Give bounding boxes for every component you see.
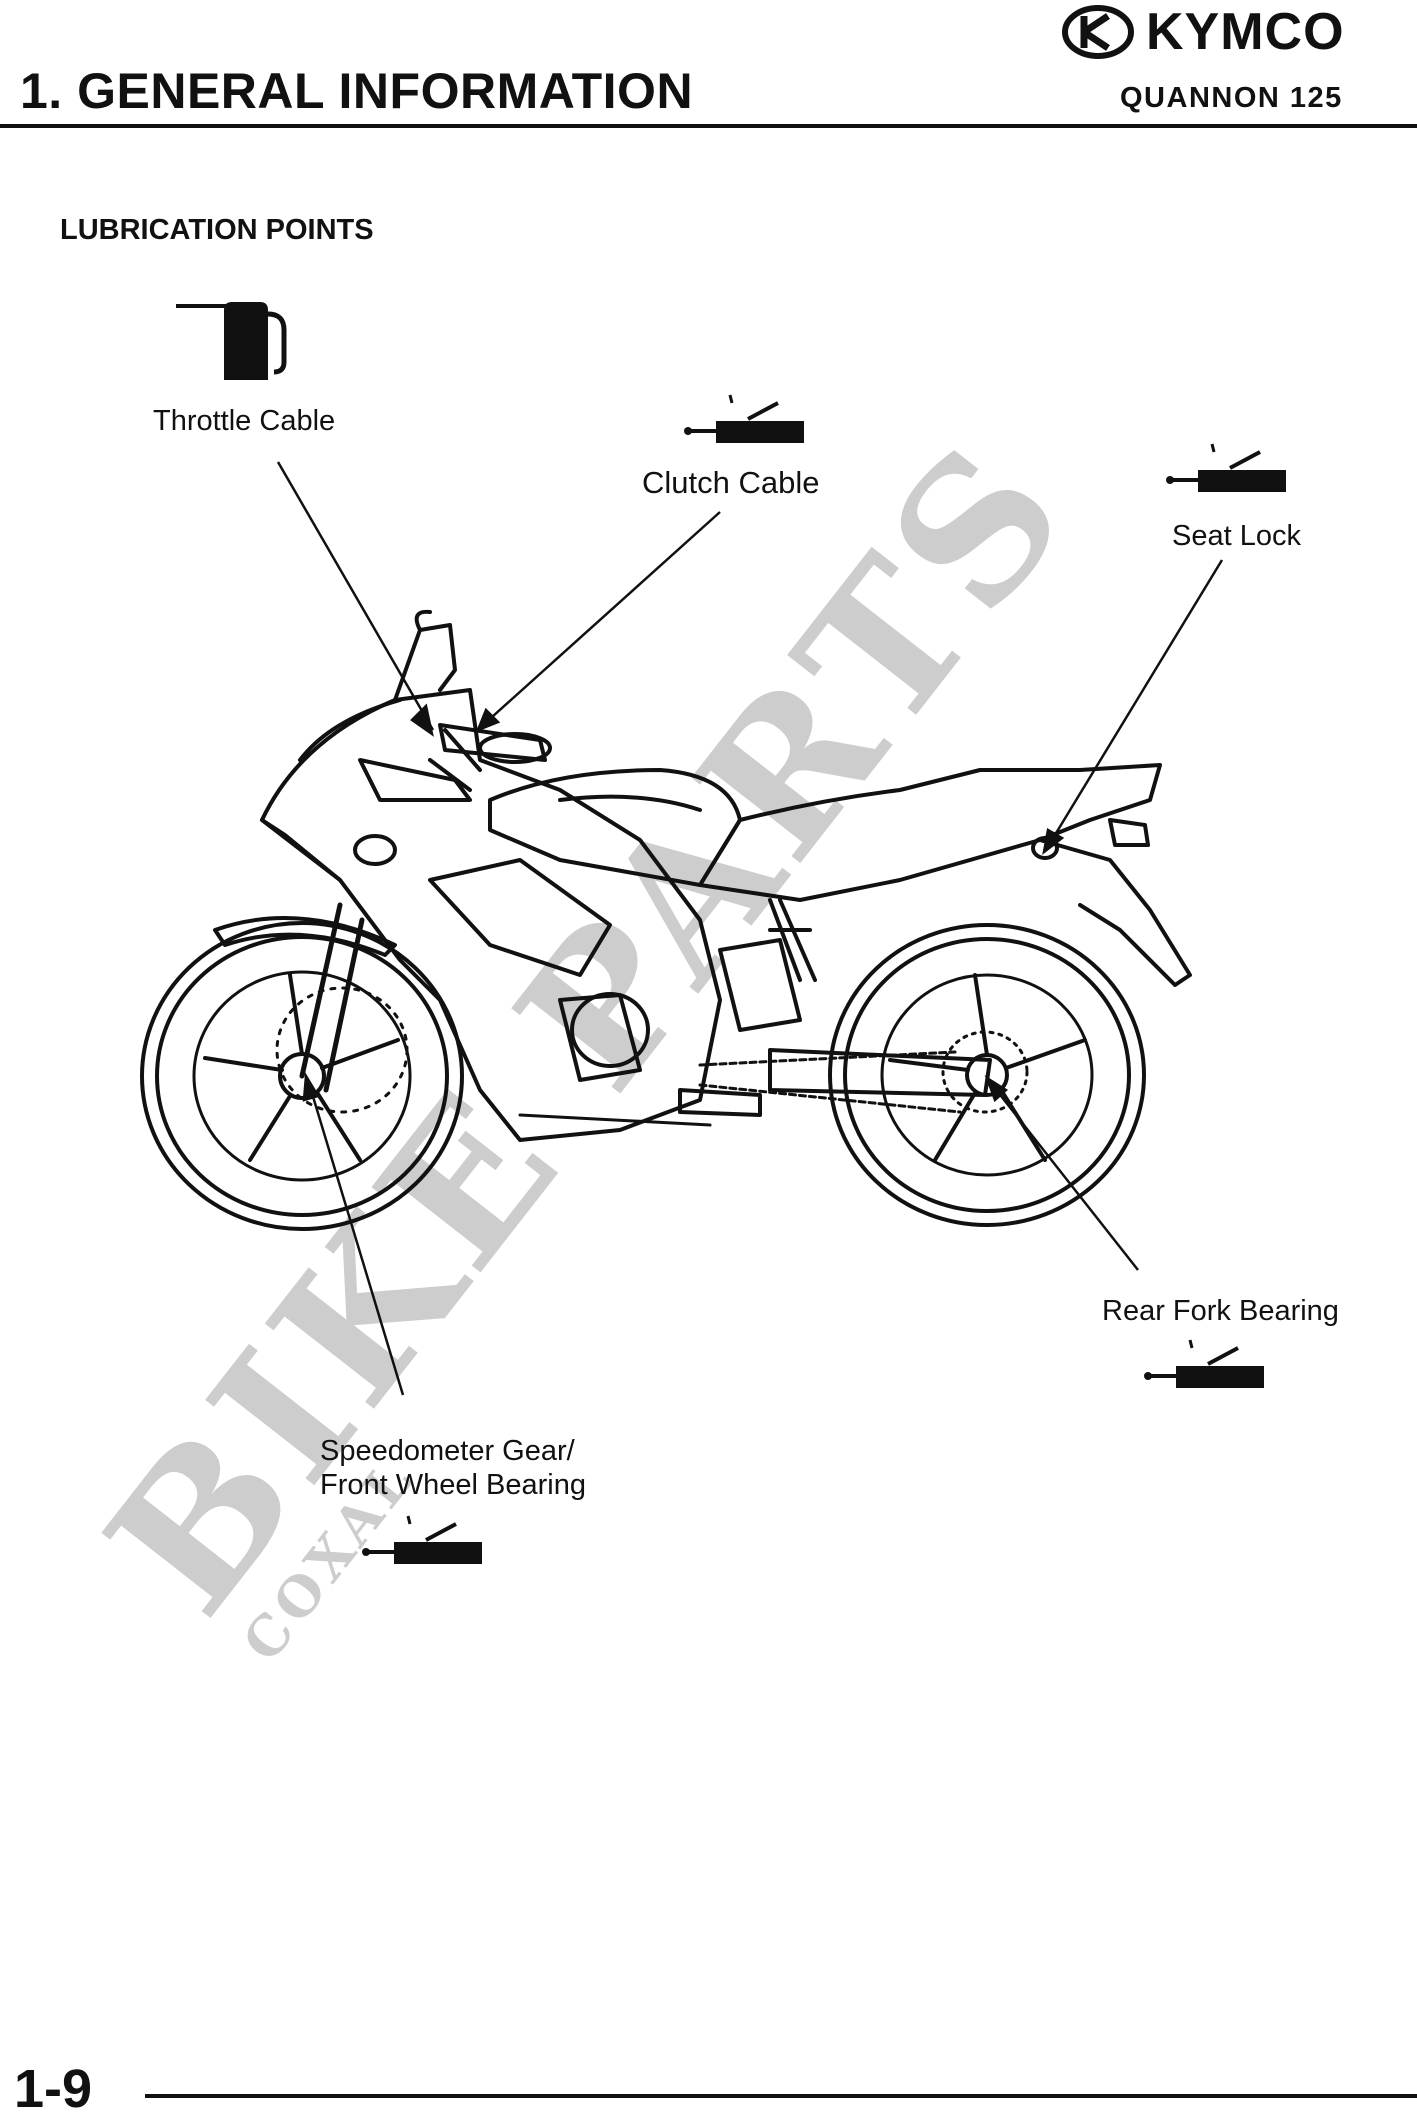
front-wheel-bearing-label: Front Wheel Bearing xyxy=(320,1469,586,1501)
chapter-title: 1. GENERAL INFORMATION xyxy=(20,63,694,119)
rear-wheel xyxy=(828,923,1146,1227)
brand-name: KYMCO xyxy=(1146,3,1345,61)
page-number: 1-9 xyxy=(14,2059,93,2119)
rear-fork-bearing-label: Rear Fork Bearing xyxy=(1102,1295,1339,1327)
leader-lines xyxy=(276,461,1224,1396)
header-rule xyxy=(0,124,1417,128)
grease-gun-icon xyxy=(1144,1339,1264,1388)
oil-can-icon xyxy=(176,302,287,380)
speedometer-gear-label: Speedometer Gear/ xyxy=(320,1435,575,1467)
model-name: QUANNON 125 xyxy=(1120,82,1343,114)
throttle-cable-label: Throttle Cable xyxy=(153,405,336,437)
grease-gun-icon xyxy=(362,1515,482,1564)
kymco-emblem-icon xyxy=(1062,5,1134,59)
grease-gun-icon xyxy=(684,394,804,443)
grease-gun-icon xyxy=(1166,443,1286,492)
clutch-leader-line xyxy=(481,511,721,727)
clutch-cable-label: Clutch Cable xyxy=(642,465,820,500)
brand-logo: KYMCO xyxy=(1062,2,1407,62)
section-title: LUBRICATION POINTS xyxy=(60,214,374,246)
seat-lock-leader-line xyxy=(1045,559,1224,849)
throttle-leader-line xyxy=(276,461,435,731)
front-wheel xyxy=(140,921,464,1231)
rear-fork-leader-line xyxy=(989,1081,1139,1271)
footer-rule xyxy=(145,2094,1417,2098)
seat-lock-label: Seat Lock xyxy=(1172,520,1301,552)
speedometer-leader-line xyxy=(306,1079,405,1396)
